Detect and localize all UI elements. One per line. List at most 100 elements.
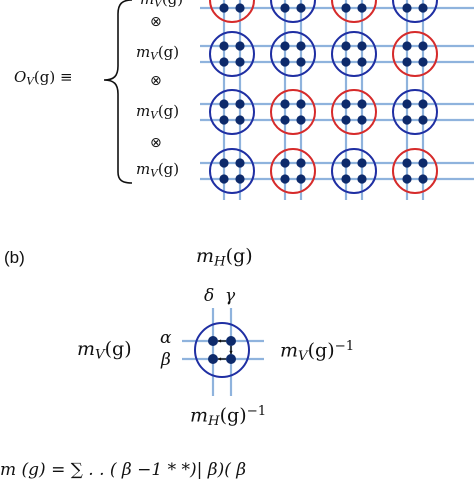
site-dot [402, 115, 412, 125]
site-dot [280, 99, 290, 109]
operator-argument: (g) ≡ [33, 68, 73, 86]
site-circle [392, 148, 438, 194]
row-label-arg: (g) [157, 160, 180, 178]
site-dot [219, 99, 229, 109]
site-dot [418, 41, 428, 51]
site-dot [280, 3, 290, 13]
site-dot [341, 115, 351, 125]
site-circle [331, 148, 377, 194]
site-dot [235, 99, 245, 109]
site-dot [235, 158, 245, 168]
row-label-sub: V [154, 0, 162, 10]
site-dot [280, 57, 290, 67]
circle-grid [200, 0, 474, 200]
row-label-3: mV(g) [136, 162, 179, 179]
site-dot [219, 174, 229, 184]
site-dot [235, 3, 245, 13]
site-dot [296, 174, 306, 184]
site-circle [331, 31, 377, 77]
site-dot [280, 41, 290, 51]
index-gamma: γ [225, 286, 236, 306]
left-label: mV(g) [77, 340, 132, 362]
tensor-symbol-2: ⊗ [150, 135, 162, 151]
right-label-arg: (g) [307, 339, 335, 362]
row-label-arg: (g) [157, 102, 180, 120]
site-dot [341, 57, 351, 67]
site-dot [341, 3, 351, 13]
site-dot [357, 57, 367, 67]
row-label-1: mV(g) [136, 45, 179, 62]
left-label-arg: (g) [104, 338, 132, 360]
top-label: mH(g) [196, 247, 253, 269]
row-label-2: mV(g) [136, 104, 179, 121]
site-dot [341, 174, 351, 184]
bottom-label: mH(g)−1 [190, 405, 266, 428]
site-dot [418, 99, 428, 109]
site-dot [418, 115, 428, 125]
row-label-m: m [136, 102, 151, 120]
operator-lhs: OV(g) ≡ [14, 70, 73, 87]
site-dot [357, 99, 367, 109]
operator-symbol: O [14, 68, 27, 86]
row-label-m: m [136, 43, 151, 61]
site-circle [392, 31, 438, 77]
site-dot [402, 57, 412, 67]
site-dot [402, 3, 412, 13]
site-dot [341, 99, 351, 109]
site-circle [270, 31, 316, 77]
index-delta: δ [204, 286, 215, 306]
site-dot [296, 41, 306, 51]
site-circle [331, 0, 377, 23]
bottom-label-m: m [190, 404, 209, 427]
top-label-sub: H [214, 254, 226, 270]
site-dot [280, 158, 290, 168]
arrow-head [218, 339, 222, 343]
site-dot [402, 158, 412, 168]
site-circle [331, 89, 377, 135]
site-dot [357, 174, 367, 184]
site-dot [341, 158, 351, 168]
site-dot [296, 99, 306, 109]
site-dot [226, 354, 236, 364]
index-beta: β [161, 350, 171, 370]
row-label-m: m [136, 160, 151, 178]
site-dot [235, 57, 245, 67]
site-circle [392, 0, 438, 23]
site-circle [209, 148, 255, 194]
site-circle [270, 89, 316, 135]
arrow-head [229, 350, 233, 354]
site-dot [402, 41, 412, 51]
row-label-sub: V [150, 50, 158, 63]
site-dot [235, 174, 245, 184]
bottom-label-sub: H [208, 413, 220, 429]
site-circle [270, 0, 316, 23]
right-label-sup: −1 [334, 339, 355, 354]
row-label-sub: V [150, 109, 158, 122]
site-dot [418, 3, 428, 13]
site-dot [357, 158, 367, 168]
index-alpha: α [160, 328, 172, 348]
left-label-m: m [77, 338, 96, 360]
top-label-m: m [196, 245, 215, 267]
site-dot [208, 354, 218, 364]
site-dot [219, 3, 229, 13]
row-label-arg: (g) [157, 43, 180, 61]
bottom-label-sup: −1 [246, 404, 267, 419]
tensor-symbol-0: ⊗ [150, 14, 162, 30]
site-dot [219, 158, 229, 168]
site-dot [357, 41, 367, 51]
site-dot [226, 336, 236, 346]
site-dot [280, 174, 290, 184]
site-dot [296, 158, 306, 168]
right-label: mV(g)−1 [280, 340, 354, 363]
left-label-sub: V [95, 347, 105, 363]
tensor-symbol-1: ⊗ [150, 73, 162, 89]
single-site-diagram [182, 308, 264, 396]
arrow-head [218, 357, 222, 361]
panel-b-label: (b) [4, 248, 25, 267]
site-circle [392, 89, 438, 135]
site-dot [418, 174, 428, 184]
site-circle [194, 322, 250, 378]
site-dot [402, 99, 412, 109]
